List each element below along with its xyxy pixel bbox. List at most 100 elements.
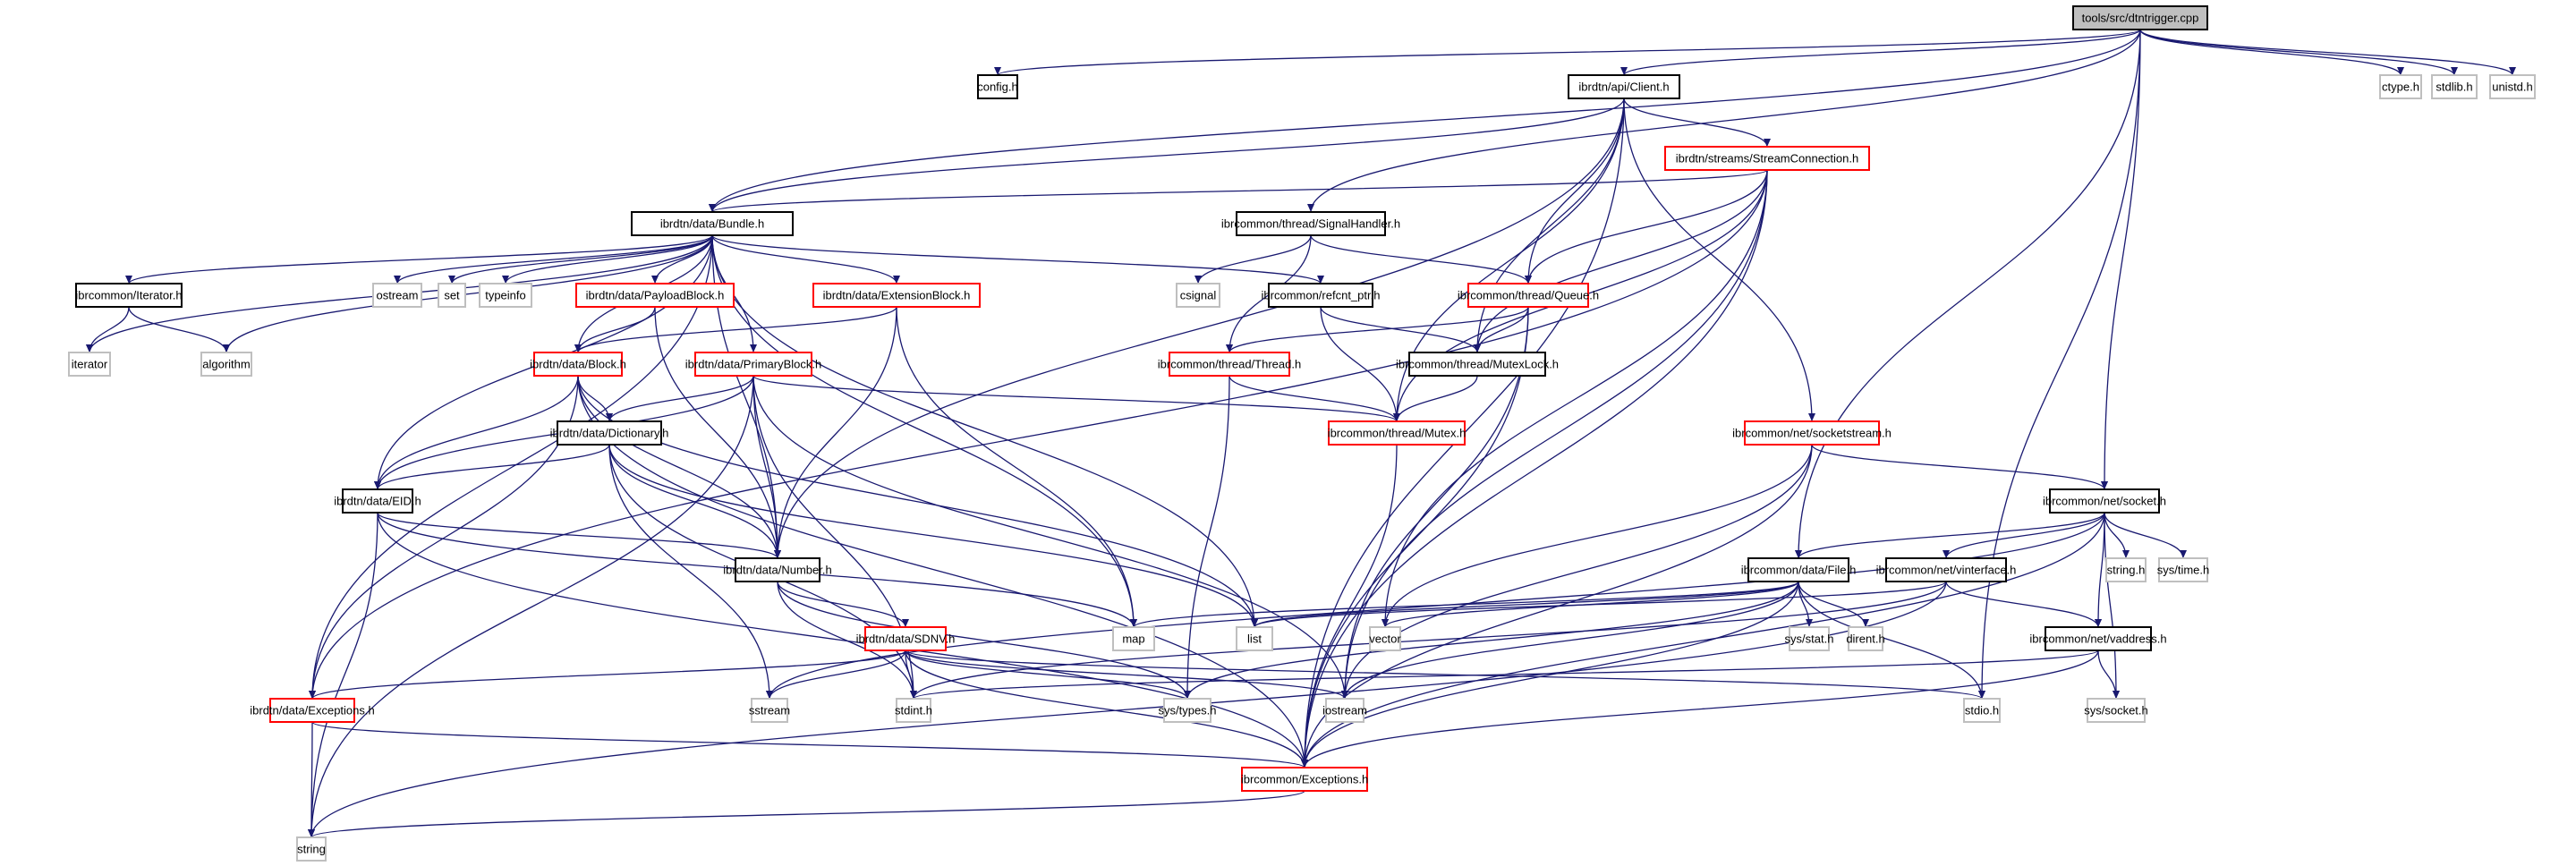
arrowhead-icon (606, 413, 613, 421)
edge-mutex-to-commonexc (1304, 444, 1398, 768)
node-box (2049, 488, 2160, 514)
edge-bundle-to-refcnt (711, 234, 1322, 284)
node-file[interactable]: ibrcommon/data/File.h (1741, 557, 1857, 582)
node-streamconn[interactable]: ibrdtn/streams/StreamConnection.h (1664, 146, 1870, 171)
node-config[interactable]: config.h (977, 74, 1018, 99)
node-box (1568, 74, 1680, 99)
node-label: sys/socket.h (2084, 703, 2148, 717)
node-box (1268, 283, 1373, 308)
node-box (1236, 626, 1273, 651)
edge-streamconn-to-mutexlock (1476, 169, 1768, 353)
arrowhead-icon (448, 276, 455, 284)
node-sighandler[interactable]: ibrcommon/thread/SignalHandler.h (1221, 211, 1400, 236)
node-label: sstream (749, 703, 790, 717)
node-block[interactable]: ibrdtn/data/Block.h (530, 352, 626, 377)
node-iteratorh[interactable]: ibrcommon/Iterator.h (75, 283, 183, 308)
arrowhead-icon (2180, 550, 2187, 558)
node-extblock[interactable]: ibrdtn/data/ExtensionBlock.h (812, 283, 981, 308)
edge-bundle-to-set (451, 234, 713, 284)
node-label: sys/time.h (2157, 563, 2210, 576)
node-set: set (438, 283, 466, 308)
edge-file-to-map (1133, 581, 1799, 628)
arrowhead-icon (1341, 691, 1348, 699)
edge-queue-to-thread (1228, 306, 1529, 353)
node-thread[interactable]: ibrcommon/thread/Thread.h (1158, 352, 1301, 377)
node-label: string (297, 842, 326, 855)
node-dataexc[interactable]: ibrdtn/data/Exceptions.h (250, 698, 375, 723)
node-commonexc[interactable]: ibrcommon/Exceptions.h (1241, 767, 1368, 792)
node-box (896, 698, 931, 723)
edge-streamconn-to-bundle (711, 169, 1768, 213)
node-box (296, 836, 327, 862)
edge-commonexc-to-string (310, 790, 1305, 838)
arrowhead-icon (893, 276, 900, 284)
node-label: ibrcommon/Exceptions.h (1241, 772, 1368, 785)
node-stdlib: stdlib.h (2431, 74, 2478, 99)
node-refcnt[interactable]: ibrcommon/refcnt_ptr.h (1262, 283, 1381, 308)
edge-primary-to-iostream (752, 375, 1346, 700)
node-box (75, 283, 183, 308)
edge-file-to-stdio (1798, 581, 1983, 700)
node-syssocket: sys/socket.h (2084, 698, 2148, 723)
node-label: unistd.h (2492, 80, 2533, 93)
arrowhead-icon (1525, 276, 1532, 284)
node-iostream: iostream (1322, 698, 1367, 723)
arrowhead-icon (766, 691, 773, 699)
node-mutexlock[interactable]: ibrcommon/thread/MutexLock.h (1396, 352, 1559, 377)
edge-thread-to-mutex (1228, 375, 1398, 422)
edge-client-to-streamconn (1623, 98, 1768, 148)
node-label: sys/stat.h (1785, 632, 1834, 645)
node-eid[interactable]: ibrdtn/data/EID.h (334, 488, 421, 514)
edge-bundle-to-dataexc (311, 234, 713, 700)
node-label: ibrdtn/streams/StreamConnection.h (1676, 151, 1858, 165)
node-label: ibrdtn/data/Bundle.h (660, 216, 764, 230)
arrowhead-icon (1307, 204, 1314, 212)
node-vinterface[interactable]: ibrcommon/net/vinterface.h (1876, 557, 2017, 582)
edge-refcnt-to-mutex (1320, 306, 1398, 422)
node-box (68, 352, 111, 377)
edge-mutexlock-to-mutex (1396, 375, 1478, 422)
arrowhead-icon (1251, 619, 1258, 627)
node-label: ibrdtn/data/EID.h (334, 494, 421, 507)
node-primary[interactable]: ibrdtn/data/PrimaryBlock.h (685, 352, 821, 377)
node-box (557, 420, 662, 446)
edge-socket-to-systime (2104, 512, 2184, 559)
arrowhead-icon (651, 276, 659, 284)
edge-primary-to-number (752, 375, 778, 559)
node-label: ibrdtn/data/SDNV.h (856, 632, 956, 645)
node-mutex[interactable]: ibrcommon/thread/Mutex.h (1328, 420, 1467, 446)
node-sdnv[interactable]: ibrdtn/data/SDNV.h (856, 626, 956, 651)
node-iterator: iterator (68, 352, 111, 377)
node-label: ibrcommon/net/socket.h (2043, 494, 2166, 507)
arrowhead-icon (1317, 276, 1324, 284)
node-box (2431, 74, 2478, 99)
node-payload[interactable]: ibrdtn/data/PayloadBlock.h (575, 283, 735, 308)
node-queue[interactable]: ibrcommon/thread/Queue.h (1458, 283, 1599, 308)
node-bundle[interactable]: ibrdtn/data/Bundle.h (631, 211, 794, 236)
node-label: iterator (72, 357, 108, 370)
edge-root-to-config (997, 29, 2141, 76)
arrowhead-icon (1620, 67, 1628, 75)
node-vaddress[interactable]: ibrcommon/net/vaddress.h (2029, 626, 2167, 651)
node-box (1169, 352, 1290, 377)
node-root[interactable]: tools/src/dtntrigger.cpp (2072, 5, 2208, 30)
node-box (2489, 74, 2536, 99)
node-label: ibrcommon/thread/Mutex.h (1328, 426, 1467, 439)
edge-extblock-to-number (777, 306, 897, 559)
node-label: dirent.h (1846, 632, 1884, 645)
edge-number-to-sdnv (777, 581, 906, 628)
node-socket[interactable]: ibrcommon/net/socket.h (2043, 488, 2166, 514)
node-label: ibrdtn/data/ExtensionBlock.h (823, 288, 971, 301)
edge-root-to-bundle (711, 29, 2141, 213)
node-number[interactable]: ibrdtn/data/Number.h (723, 557, 832, 582)
node-dictionary[interactable]: ibrdtn/data/Dictionary.h (550, 420, 669, 446)
edge-root-to-unistd (2139, 29, 2513, 76)
node-label: ibrcommon/refcnt_ptr.h (1262, 288, 1381, 301)
node-box (2087, 698, 2146, 723)
node-client[interactable]: ibrdtn/api/Client.h (1568, 74, 1680, 99)
edge-sdnv-to-dataexc (311, 650, 906, 700)
nodes-layer: tools/src/dtntrigger.cpp config.h ibrdtn/a… (68, 5, 2536, 862)
node-sockstream[interactable]: ibrcommon/net/socketstream.h (1732, 420, 1892, 446)
edge-eid-to-number (377, 512, 778, 559)
arrowhead-icon (223, 344, 230, 352)
